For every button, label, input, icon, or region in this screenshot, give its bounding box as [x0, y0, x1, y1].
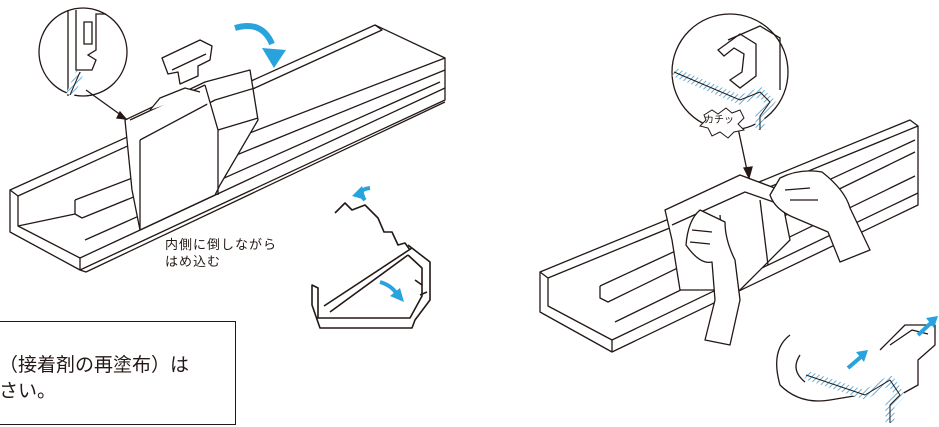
left-joint-connector [124, 39, 259, 231]
push-arrow-icon [352, 186, 404, 302]
right-joint-connector [664, 174, 791, 291]
rotate-arrow-icon [234, 23, 286, 68]
note-box: （接着剤の再塗布）は さい。 [0, 321, 236, 425]
magnifier-callout-right [671, 13, 789, 180]
note-line1: （接着剤の再塗布）は [0, 354, 190, 376]
magnifier-callout-icon [38, 7, 128, 120]
instruction-line2: はめ込む [165, 255, 222, 270]
hands-illustration [685, 170, 871, 346]
click-sound-label: カチッ [704, 115, 734, 126]
note-text: （接着剤の再塗布）は さい。 [0, 352, 189, 404]
note-line2: さい。 [0, 380, 57, 402]
instruction-line1: 内側に倒しながら [165, 238, 278, 253]
click-burst-icon [699, 107, 746, 139]
push-arrow-right-icon [846, 316, 938, 370]
instruction-label: 内側に倒しながら はめ込む [165, 237, 277, 271]
gutter-profile-section [311, 202, 431, 329]
bottom-right-detail [776, 324, 936, 423]
